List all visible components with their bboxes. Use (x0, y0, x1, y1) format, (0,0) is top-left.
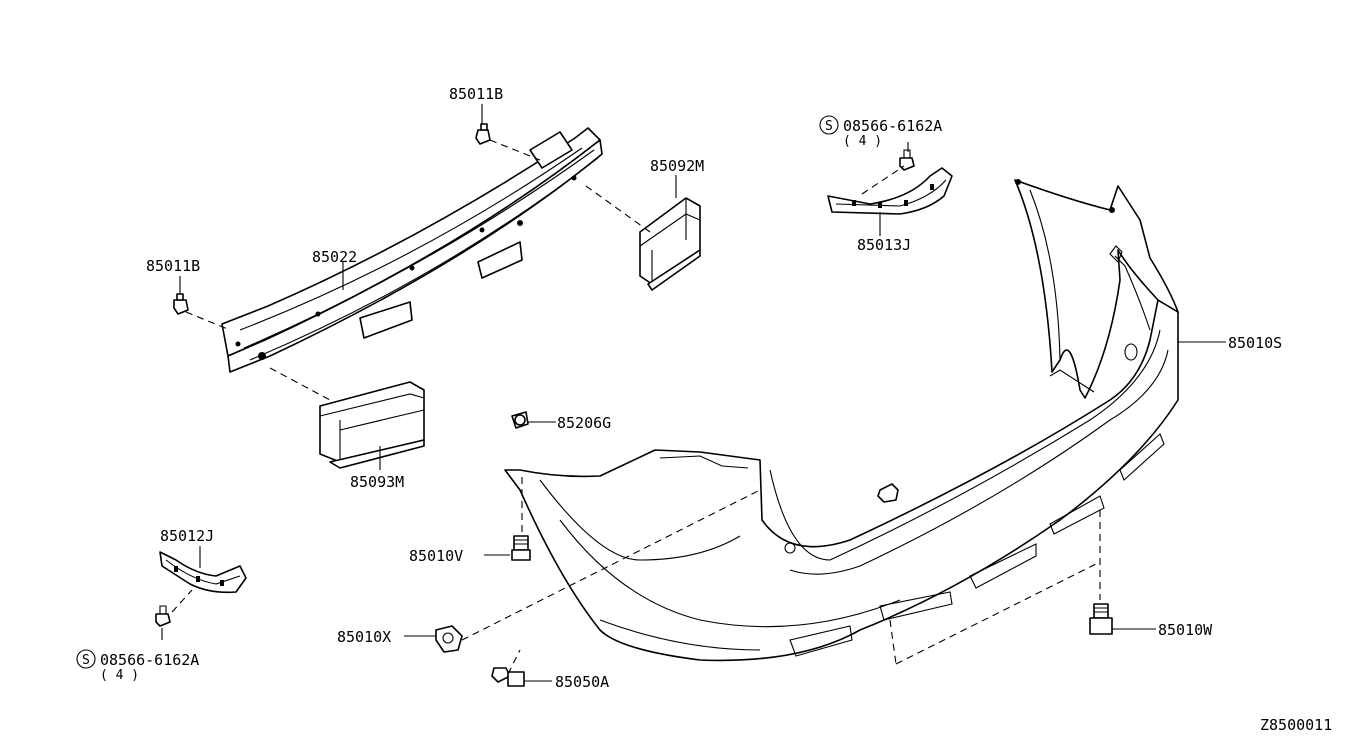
label-08566-right: 08566-6162A (843, 117, 942, 135)
label-qty-right: ( 4 ) (843, 134, 882, 149)
screw-85010v-part (511, 535, 531, 561)
phantom-lines (171, 139, 1101, 675)
label-85012j: 85012J (160, 527, 214, 545)
label-85010s: 85010S (1228, 334, 1282, 352)
energy-absorber-right-part (639, 197, 701, 291)
label-85093m: 85093M (350, 473, 404, 491)
screw-symbol-right-icon (819, 115, 839, 135)
fastener-85011b-left (173, 293, 189, 315)
label-85092m: 85092M (650, 157, 704, 175)
screw-symbol-left-letter: S (82, 653, 90, 668)
bumper-fascia-part (504, 179, 1179, 662)
fastener-85011b-top (475, 123, 491, 145)
screw-85050a-part (491, 667, 525, 687)
label-08566-left: 08566-6162A (100, 651, 199, 669)
callout-labels: 85011B 85011B 85022 85092M 85093M 85013J… (76, 85, 1332, 734)
bracket-right-part (827, 167, 953, 215)
screw-symbol-left-icon (76, 649, 96, 669)
screw-symbol-right-letter: S (825, 119, 833, 134)
label-85010v: 85010V (409, 547, 463, 565)
diagram-code: Z8500011 (1260, 716, 1332, 734)
energy-absorber-left-part (319, 381, 425, 469)
screw-85010w-part (1089, 603, 1113, 635)
leader-lines (161, 104, 1226, 682)
bracket-left-part (159, 551, 247, 594)
label-85022: 85022 (312, 248, 357, 266)
clip-85206g-part (511, 411, 529, 429)
label-85010x: 85010X (337, 628, 391, 646)
label-85011b-left: 85011B (146, 257, 200, 275)
clip-85010x-part (435, 625, 463, 653)
label-85011b-top: 85011B (449, 85, 503, 103)
label-85206g: 85206G (557, 414, 611, 432)
label-85010w: 85010W (1158, 621, 1213, 639)
label-85050a: 85050A (555, 673, 609, 691)
bumper-reinforcement-part (221, 127, 603, 373)
screw-left-part (155, 605, 171, 627)
label-qty-left: ( 4 ) (100, 668, 139, 683)
label-85013j: 85013J (857, 236, 911, 254)
